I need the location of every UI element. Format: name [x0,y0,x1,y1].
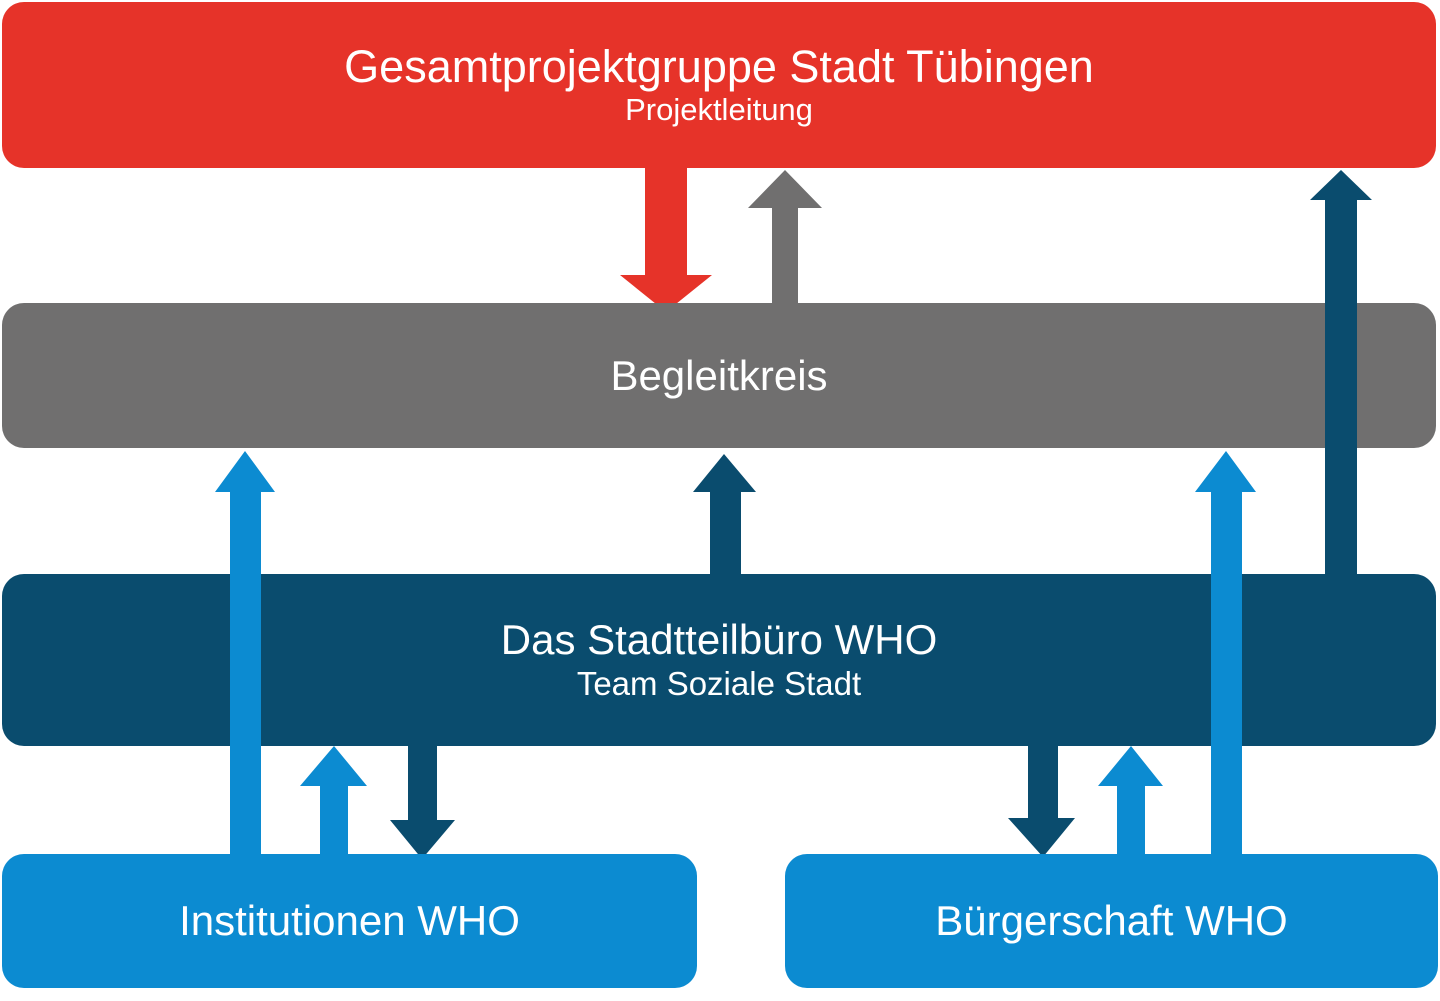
node-stadtteilbuero-subtitle: Team Soziale Stadt [576,665,862,703]
arrow-red-down-gesamt-to-begleit [620,150,712,312]
node-buergerschaft-title: Bürgerschaft WHO [935,897,1288,945]
arrow-lightblue-up-buerger-to-stadtteil [1098,746,1163,860]
node-stadtteilbuero-title: Das Stadtteilbüro WHO [500,616,938,664]
arrow-darkblue-up-stadtteil-to-begleit [693,454,756,600]
node-gesamtprojektgruppe-subtitle: Projektleitung [625,91,813,127]
arrow-lightblue-up-institutionen-to-stadtteil [300,746,367,860]
node-institutionen-title: Institutionen WHO [179,897,520,945]
node-buergerschaft[interactable]: Bürgerschaft WHO [785,854,1438,988]
node-begleitkreis[interactable]: Begleitkreis [2,303,1436,448]
arrow-darkblue-down-stadtteil-to-institutionen [390,730,455,859]
node-stadtteilbuero[interactable]: Das Stadtteilbüro WHO Team Soziale Stadt [2,574,1436,746]
node-begleitkreis-title: Begleitkreis [610,351,828,399]
arrow-gray-up-begleit-to-gesamt [748,170,822,312]
node-gesamtprojektgruppe-title: Gesamtprojektgruppe Stadt Tübingen [344,40,1094,92]
arrow-darkblue-down-stadtteil-to-buerger [1008,730,1075,857]
node-gesamtprojektgruppe[interactable]: Gesamtprojektgruppe Stadt Tübingen Proje… [2,2,1436,168]
node-institutionen[interactable]: Institutionen WHO [2,854,697,988]
